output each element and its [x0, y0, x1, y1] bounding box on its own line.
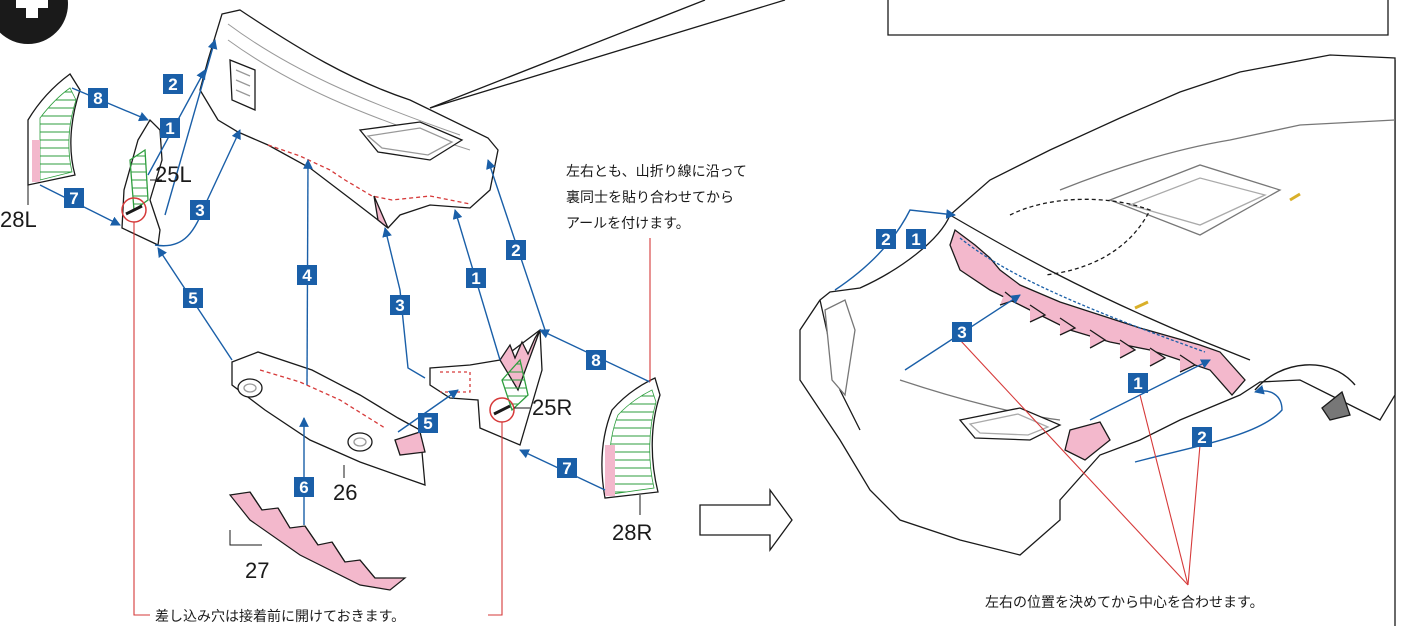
step-badge-3: 3	[390, 295, 410, 315]
upper-front-panel	[199, 9, 499, 229]
fold-note: 左右とも、山折り線に沿って 裏同士を貼り合わせてから アールを付けます。	[566, 164, 747, 232]
part-28R-piece	[601, 377, 661, 499]
transition-arrow	[699, 488, 793, 552]
part-label-28R: 28R	[612, 520, 652, 545]
step-badge-7: 7	[557, 458, 577, 478]
step-number: 1	[911, 230, 920, 249]
part-27-strip	[228, 491, 407, 591]
part-28L-piece	[27, 73, 81, 186]
part-label-25L: 25L	[155, 162, 192, 187]
part-label-27: 27	[245, 558, 269, 583]
step-badge-7: 7	[64, 188, 84, 208]
step-number: 2	[881, 230, 890, 249]
part-leaders	[27, 179, 641, 546]
part-25R-bracket	[429, 328, 543, 446]
part-26-lower-panel	[231, 351, 426, 486]
step-number: 1	[471, 269, 480, 288]
step-badge-2: 2	[876, 229, 896, 249]
step-number: 4	[302, 266, 312, 285]
step-number: 3	[395, 296, 404, 315]
insert-holes-note: 差し込み穴は接着前に開けておきます。	[155, 608, 405, 625]
part-label-25R: 25R	[532, 395, 572, 420]
plus-icon	[16, 0, 48, 18]
step-badge	[0, 0, 68, 44]
step-badge-1: 1	[1128, 373, 1148, 393]
assembled-car-illustration	[799, 54, 1396, 556]
step-number: 6	[299, 478, 308, 497]
step-number: 1	[1133, 374, 1142, 393]
step-badge-5: 5	[183, 288, 203, 308]
step-badge-4: 4	[297, 265, 317, 285]
note-line: 裏同士を貼り合わせてから	[566, 189, 734, 206]
note-line: 左右とも、山折り線に沿って	[566, 164, 747, 180]
note-line: アールを付けます。	[566, 216, 690, 232]
step-number: 3	[957, 323, 966, 342]
step-badge-6: 6	[294, 477, 314, 497]
step-badge-3: 3	[952, 322, 972, 342]
step-badges: 2 1 8 7 3 4 5 6 2 1 3 8 5 7 2 1 3 1 2	[64, 74, 1212, 497]
step-badge-8: 8	[586, 350, 606, 370]
step-badge-1: 1	[160, 118, 180, 138]
step-number: 2	[511, 241, 520, 260]
step-badge-8: 8	[88, 88, 108, 108]
step-number: 3	[195, 201, 204, 220]
part-label-26: 26	[333, 480, 357, 505]
step-badge-2: 2	[163, 74, 183, 94]
step-badge-2: 2	[506, 240, 526, 260]
position-note: 左右の位置を決めてから中心を合わせます。	[985, 595, 1264, 611]
step-number: 2	[1197, 428, 1206, 447]
step-number: 2	[168, 75, 177, 94]
step-badge-3: 3	[190, 200, 210, 220]
step-number: 5	[423, 414, 432, 433]
step-number: 5	[188, 289, 197, 308]
step-badge-1: 1	[906, 229, 926, 249]
part-label-28L: 28L	[0, 207, 37, 232]
step-badge-2: 2	[1192, 427, 1212, 447]
step-number: 7	[562, 459, 571, 478]
step-number: 1	[165, 119, 174, 138]
step-number: 8	[93, 89, 102, 108]
car-note-leaders	[959, 339, 1201, 586]
step-badge-1: 1	[466, 268, 486, 288]
step-number: 7	[69, 189, 78, 208]
note-leader-lines	[133, 222, 651, 616]
step-badge-5: 5	[418, 413, 438, 433]
part-labels: 25L 28L 25R 26 27 28R	[0, 162, 652, 583]
step-number: 8	[591, 351, 600, 370]
